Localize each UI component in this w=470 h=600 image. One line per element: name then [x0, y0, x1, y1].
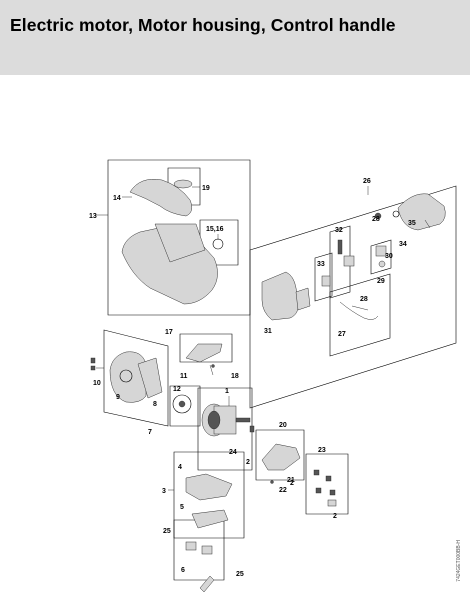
housing-cover — [191, 509, 229, 529]
callout-30: 30 — [385, 253, 393, 260]
seal-ring — [212, 238, 224, 250]
callout-27: 27 — [338, 331, 346, 338]
callout-9: 9 — [116, 394, 120, 401]
callout-6: 6 — [181, 567, 185, 574]
screw — [90, 357, 96, 364]
exploded-parts-diagram: 1 2 2 2 3 4 5 6 7 8 9 10 11 12 13 14 15,… — [89, 159, 457, 593]
callout-26: 26 — [363, 178, 371, 185]
callout-19: 19 — [202, 185, 210, 192]
handle-upper-part — [397, 193, 446, 231]
callout-25: 25 — [163, 528, 171, 535]
callout-14: 14 — [113, 195, 121, 202]
fan-cover-group — [90, 329, 253, 471]
motor-shaft — [235, 417, 251, 423]
bearing-cover — [185, 343, 223, 363]
callout-22: 22 — [279, 487, 287, 494]
callout-24: 24 — [229, 449, 237, 456]
control-handle-housing — [261, 271, 299, 321]
callout-11: 11 — [180, 373, 188, 380]
callout-3: 3 — [162, 488, 166, 495]
document-code: 7424GET000BB-H — [456, 540, 462, 582]
callout-17: 17 — [165, 329, 173, 336]
callout-7: 7 — [148, 429, 152, 436]
callout-2: 2 — [290, 480, 294, 487]
switch-part — [375, 245, 387, 257]
spring-clip — [199, 575, 215, 593]
wire-harness — [339, 301, 379, 320]
motor-housing-group — [95, 159, 251, 316]
callout-4: 4 — [178, 464, 182, 471]
lower-housing-group — [168, 451, 245, 593]
callout-28: 28 — [360, 296, 368, 303]
callout-1: 1 — [225, 388, 229, 395]
page-title: Electric motor, Motor housing, Control h… — [10, 15, 396, 35]
terminal-group — [305, 453, 349, 515]
callout-32: 32 — [335, 227, 343, 234]
callout-23: 23 — [318, 447, 326, 454]
page-header: Electric motor, Motor housing, Control h… — [0, 0, 470, 75]
callout-12: 12 — [173, 386, 181, 393]
callout-10: 10 — [93, 380, 101, 387]
fan-wheel — [172, 394, 192, 414]
callout-13: 13 — [89, 213, 97, 220]
callout-18: 18 — [231, 373, 239, 380]
cap-part — [173, 179, 193, 189]
callout-5: 5 — [180, 504, 184, 511]
callout-2: 2 — [246, 459, 250, 466]
clip-part — [185, 541, 197, 551]
electronics-module — [261, 443, 301, 471]
callout-34: 34 — [399, 241, 407, 248]
callout-15-16: 15,16 — [206, 226, 224, 233]
callout-28: 28 — [372, 216, 380, 223]
callout-31: 31 — [264, 328, 272, 335]
callout-29: 29 — [377, 278, 385, 285]
control-handle-group — [249, 185, 457, 409]
bearing-cover-group — [179, 333, 233, 376]
callout-35: 35 — [408, 220, 416, 227]
callout-labels: 1 2 2 2 3 4 5 6 7 8 9 10 11 12 13 14 15,… — [89, 178, 416, 578]
terminal-screw — [313, 469, 320, 476]
callout-2: 2 — [333, 513, 337, 520]
callout-20: 20 — [279, 422, 287, 429]
callout-21: 21 — [287, 477, 295, 484]
electric-motor-group — [201, 396, 255, 437]
lower-housing-bracket — [185, 473, 233, 501]
callout-25: 25 — [236, 571, 244, 578]
callout-8: 8 — [153, 401, 157, 408]
callout-33: 33 — [317, 261, 325, 268]
handle-cover — [129, 179, 193, 217]
electronics-module-group — [255, 429, 305, 484]
